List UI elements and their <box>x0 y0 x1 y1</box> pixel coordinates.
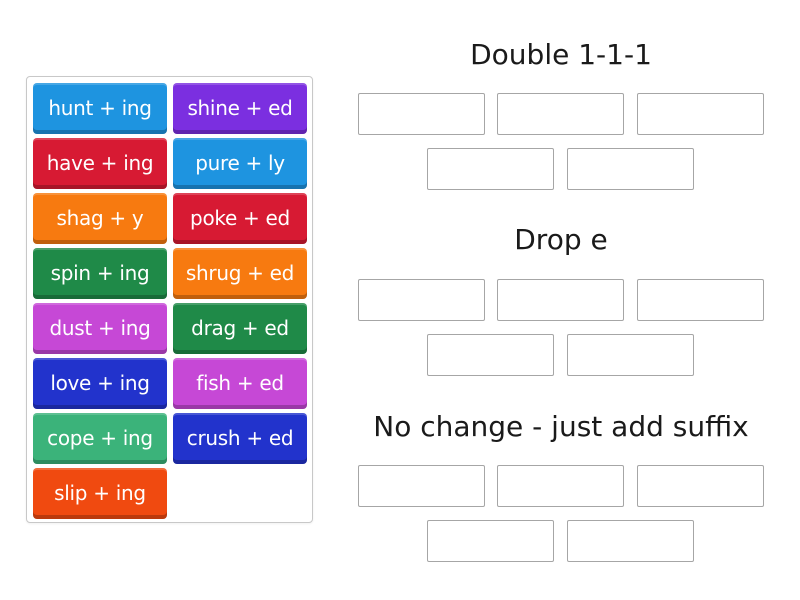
category-title-drop-e: Drop e <box>514 223 608 256</box>
word-tile[interactable]: fish + ed <box>173 358 307 409</box>
word-tile[interactable]: slip + ing <box>33 468 167 519</box>
word-tile[interactable]: dust + ing <box>33 303 167 354</box>
word-tile[interactable]: crush + ed <box>173 413 307 464</box>
category-title-double-111: Double 1-1-1 <box>470 38 652 71</box>
drop-slot[interactable] <box>427 148 554 190</box>
drop-slot[interactable] <box>427 334 554 376</box>
drop-slot[interactable] <box>567 520 694 562</box>
word-tile[interactable]: hunt + ing <box>33 83 167 134</box>
word-tile[interactable]: drag + ed <box>173 303 307 354</box>
word-tile[interactable]: love + ing <box>33 358 167 409</box>
word-tile[interactable]: pure + ly <box>173 138 307 189</box>
drop-slot[interactable] <box>637 465 764 507</box>
word-tile[interactable]: shag + y <box>33 193 167 244</box>
drop-slot[interactable] <box>358 465 485 507</box>
drop-slot[interactable] <box>358 279 485 321</box>
word-tile[interactable]: poke + ed <box>173 193 307 244</box>
drop-slot[interactable] <box>567 148 694 190</box>
word-tile[interactable]: spin + ing <box>33 248 167 299</box>
word-tile[interactable]: shrug + ed <box>173 248 307 299</box>
drop-slot[interactable] <box>567 334 694 376</box>
drop-slot[interactable] <box>497 465 624 507</box>
drop-slot[interactable] <box>637 279 764 321</box>
word-tile[interactable]: shine + ed <box>173 83 307 134</box>
drop-slot[interactable] <box>497 279 624 321</box>
drop-slot[interactable] <box>427 520 554 562</box>
tile-tray: hunt + ing shine + ed have + ing pure + … <box>26 76 313 523</box>
word-tile[interactable]: cope + ing <box>33 413 167 464</box>
drop-slot[interactable] <box>497 93 624 135</box>
category-title-no-change: No change - just add suffix <box>373 410 749 443</box>
word-tile[interactable]: have + ing <box>33 138 167 189</box>
drop-slot[interactable] <box>358 93 485 135</box>
drop-slot[interactable] <box>637 93 764 135</box>
